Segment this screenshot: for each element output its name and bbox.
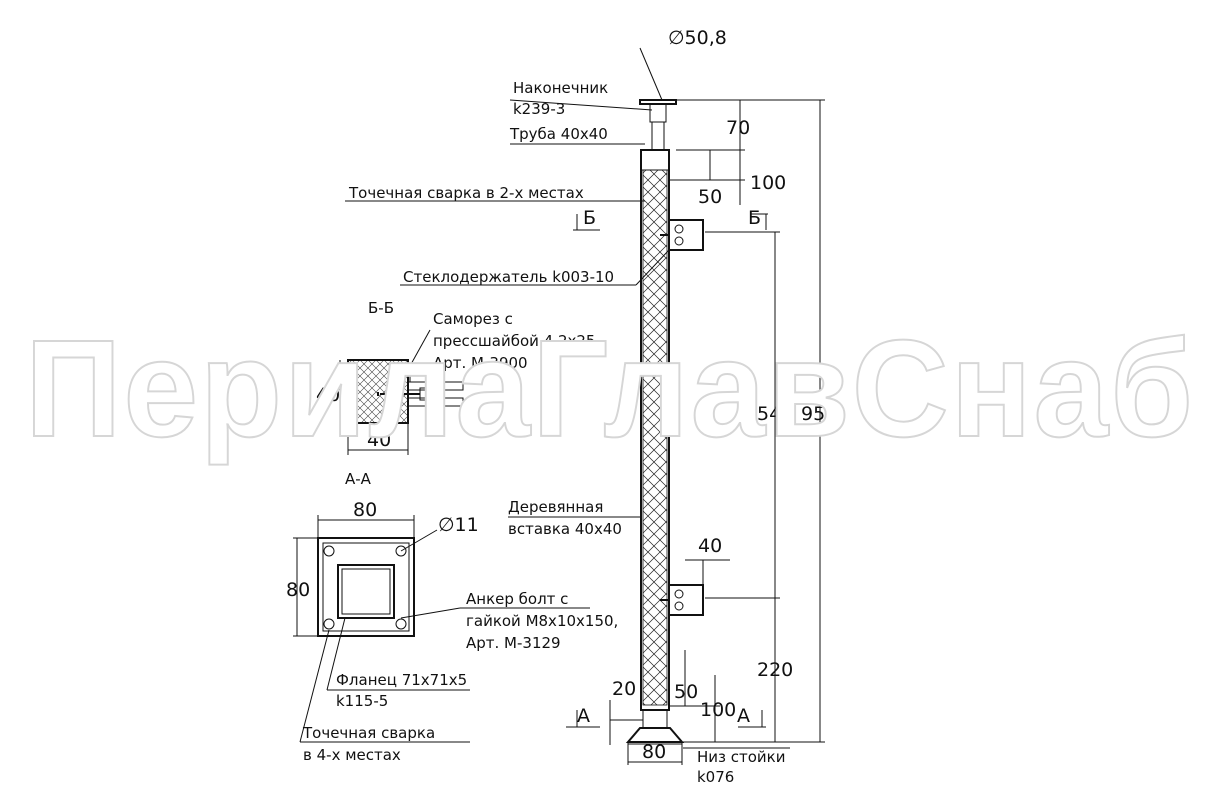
section-bb bbox=[339, 329, 464, 455]
label-flange-2: k115-5 bbox=[336, 692, 388, 710]
callouts bbox=[345, 99, 670, 286]
tip-stem bbox=[651, 121, 665, 151]
bb-wood-section bbox=[347, 359, 409, 424]
glass-holder-top bbox=[668, 219, 704, 251]
dim-base-20: 20 bbox=[612, 678, 636, 700]
label-anchor-2: гайкой М8х10х150, bbox=[466, 612, 618, 630]
dim-section-height: 40 bbox=[316, 384, 340, 406]
dim-tip-height: 70 bbox=[726, 117, 750, 139]
label-tube: Труба 40х40 bbox=[509, 125, 608, 143]
dim-top-diameter: ∅50,8 bbox=[668, 27, 727, 49]
dim-bottom-100: 100 bbox=[700, 699, 736, 721]
post-elevation bbox=[625, 99, 704, 745]
dimensions-right bbox=[609, 47, 825, 765]
section-a-left: А bbox=[577, 705, 590, 727]
dim-holder-offset: 50 bbox=[698, 186, 722, 208]
dim-top-to-holder: 100 bbox=[750, 172, 786, 194]
wood-insert bbox=[642, 169, 668, 706]
glass-holder-bottom bbox=[668, 584, 704, 616]
label-screw-1: Саморез с bbox=[433, 310, 513, 328]
section-b-right: Б bbox=[748, 207, 761, 229]
label-anchor-1: Анкер болт с bbox=[466, 590, 568, 608]
label-wood-insert-2: вставка 40х40 bbox=[508, 520, 622, 538]
dim-holder-spacing: 540 bbox=[757, 403, 793, 425]
label-post-bottom-2: k076 bbox=[697, 768, 734, 786]
dim-bottom-to-holder: 220 bbox=[757, 659, 793, 681]
label-spot-weld-2: Точечная сварка в 2-х местах bbox=[348, 184, 584, 202]
dim-base-width: 80 bbox=[642, 741, 666, 763]
tip-cap bbox=[639, 99, 677, 105]
flange-tube bbox=[337, 564, 395, 619]
label-screw-2: прессшайбой 4,2х25 bbox=[433, 332, 595, 350]
section-aa-flange bbox=[293, 515, 590, 743]
label-glass-holder: Стеклодержатель k003-10 bbox=[403, 268, 614, 286]
label-screw-3: Арт. М-3900 bbox=[433, 354, 528, 372]
label-tip-2: k239-3 bbox=[513, 100, 565, 118]
label-flange-1: Фланец 71х71х5 bbox=[336, 671, 467, 689]
label-post-bottom-1: Низ стойки bbox=[697, 748, 786, 766]
section-a-right: А bbox=[737, 705, 750, 727]
bb-title: Б-Б bbox=[368, 299, 394, 317]
section-marks bbox=[566, 213, 768, 728]
dim-section-width: 40 bbox=[367, 429, 391, 451]
dim-flange-height: 80 bbox=[286, 579, 310, 601]
dim-total-height: 950 bbox=[801, 403, 837, 425]
label-tip-1: Наконечник bbox=[513, 79, 608, 97]
watermark: ПерилаГлавСнаб bbox=[25, 312, 1195, 466]
aa-title: А-А bbox=[345, 470, 372, 488]
dim-flange-width: 80 bbox=[353, 499, 377, 521]
dim-hole-diameter: ∅11 bbox=[438, 514, 479, 536]
tip-neck bbox=[649, 103, 667, 123]
dim-holder-depth: 40 bbox=[698, 535, 722, 557]
label-spot-weld-4-1: Точечная сварка bbox=[302, 724, 435, 742]
label-anchor-3: Арт. М-3129 bbox=[466, 634, 561, 652]
flange-outer bbox=[317, 537, 415, 637]
callouts-lower bbox=[508, 516, 790, 749]
section-b-left: Б bbox=[583, 207, 596, 229]
base-collar bbox=[642, 709, 668, 729]
dim-bottom-50: 50 bbox=[674, 681, 698, 703]
label-wood-insert-1: Деревянная bbox=[508, 498, 603, 516]
label-spot-weld-4-2: в 4-х местах bbox=[303, 746, 401, 764]
post-bottom bbox=[625, 727, 685, 743]
